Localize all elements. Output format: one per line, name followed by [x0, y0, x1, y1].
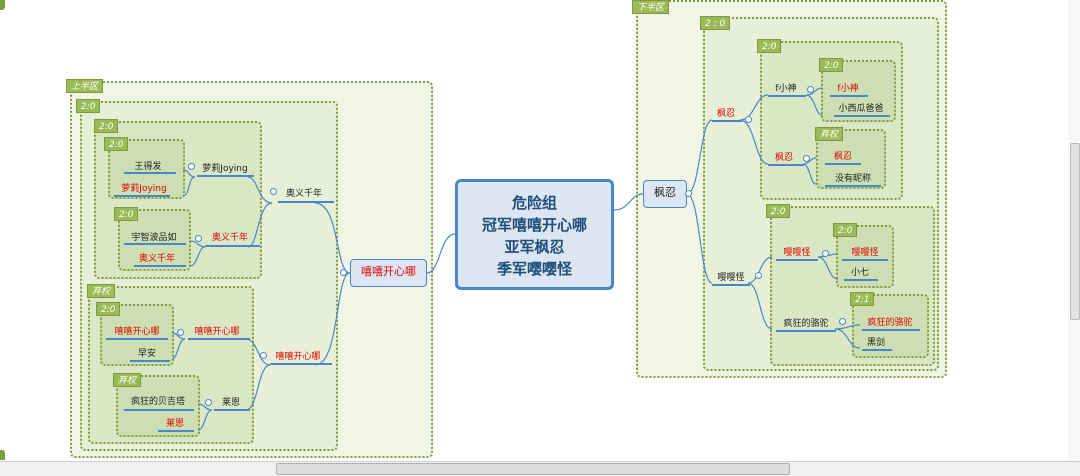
node-underline	[825, 185, 881, 187]
collapse-toggle-icon[interactable]	[188, 163, 195, 170]
node-underline	[842, 259, 888, 261]
boundary-tag-left-round-4[interactable]: 弃权	[113, 373, 142, 387]
node-left-upper-winner[interactable]: 奥义千年	[285, 189, 323, 199]
boundary-tag-right-region[interactable]: 下半区	[632, 0, 670, 14]
node-underline	[768, 95, 806, 97]
boundary-tag-left-round-2[interactable]: 2:0	[114, 207, 139, 221]
node-right-r4-a[interactable]: 疯狂的骆驼	[867, 318, 913, 328]
node-underline	[844, 279, 878, 281]
collapse-toggle-icon[interactable]	[177, 329, 184, 336]
node-underline	[834, 115, 890, 117]
boundary-tag-left-region[interactable]: 上半区	[66, 79, 104, 93]
node-right-r3-b[interactable]: 小七	[850, 268, 870, 278]
node-right-r4-b[interactable]: 黑剑	[866, 338, 886, 348]
node-underline	[712, 120, 742, 122]
node-underline	[130, 360, 170, 362]
node-underline	[825, 163, 861, 165]
collapse-toggle-icon[interactable]	[685, 190, 692, 197]
center-line-2: 冠军嘻嘻开心哪	[481, 216, 587, 234]
boundary-tag-right-upper[interactable]: 2:0	[757, 39, 782, 53]
node-underline	[214, 409, 250, 411]
node-left-r2-a[interactable]: 宇智波品如	[131, 233, 177, 243]
boundary-tag-right-round-1[interactable]: 2:0	[819, 58, 844, 72]
boundary-tag-right-round-3[interactable]: 2:0	[833, 223, 858, 237]
node-right-semi-c-winner[interactable]: 嘤嘤怪	[783, 248, 811, 258]
node-left-r3-b[interactable]: 早安	[137, 349, 157, 359]
node-left-semi-a-winner[interactable]: 萝莉Joying	[202, 164, 248, 174]
node-left-semi-b-winner[interactable]: 奥义千年	[211, 233, 249, 243]
node-underline	[124, 409, 194, 411]
boundary-tag-left-upper[interactable]: 2:0	[76, 99, 101, 113]
topic-right-champion[interactable]: 枫忍	[643, 180, 687, 208]
collapse-toggle-icon[interactable]	[839, 318, 846, 325]
node-right-r2-a[interactable]: 枫忍	[833, 152, 853, 162]
node-right-r2-b[interactable]: 没有昵称	[834, 174, 872, 184]
node-right-r1-b[interactable]: 小西瓜爸爸	[838, 104, 884, 114]
node-left-r1-b[interactable]: 萝莉Joying	[121, 184, 167, 194]
node-underline	[862, 329, 920, 331]
node-underline	[188, 338, 250, 340]
node-left-lower-winner[interactable]: 嘻嘻开心哪	[275, 352, 321, 362]
collapse-toggle-icon[interactable]	[195, 235, 202, 242]
central-topic[interactable]: 危险组 冠军嘻嘻开心哪 亚军枫忍 季军嘤嘤怪	[455, 179, 614, 290]
node-left-semi-d-winner[interactable]: 莱恩	[221, 398, 241, 408]
node-underline	[776, 330, 836, 332]
node-underline	[106, 338, 168, 340]
corner-marker	[0, 0, 5, 10]
node-left-r3-a[interactable]: 嘻嘻开心哪	[114, 327, 160, 337]
boundary-tag-left-upper-semi-a[interactable]: 2:0	[94, 119, 119, 133]
node-right-semi-d-winner[interactable]: 疯狂的骆驼	[783, 319, 829, 329]
node-underline	[270, 363, 332, 365]
node-underline	[830, 95, 868, 97]
node-right-upper-winner[interactable]: 枫忍	[716, 109, 736, 119]
vertical-scroll-thumb[interactable]	[1070, 143, 1080, 320]
boundary-tag-right-lower[interactable]: 2:0	[766, 204, 791, 218]
collapse-toggle-icon[interactable]	[745, 116, 752, 123]
node-underline	[862, 349, 892, 351]
node-underline	[197, 175, 254, 177]
node-left-semi-c-winner[interactable]: 嘻嘻开心哪	[194, 327, 240, 337]
boundary-tag-left-lower[interactable]: 弃权	[87, 284, 116, 298]
boundary-tag-right-round-4[interactable]: 2:1	[850, 292, 875, 306]
node-right-lower-winner[interactable]: 嘤嘤怪	[717, 273, 745, 283]
node-underline	[205, 245, 260, 247]
collapse-toggle-icon[interactable]	[260, 352, 267, 359]
collapse-toggle-icon[interactable]	[205, 399, 212, 406]
boundary-tag-right-final[interactable]: 2 : 0	[700, 16, 731, 30]
node-right-semi-a-winner[interactable]: f小神	[775, 84, 797, 94]
collapse-toggle-icon[interactable]	[822, 250, 829, 257]
node-underline	[278, 201, 334, 203]
node-underline	[124, 243, 186, 245]
node-right-r1-a[interactable]: f小神	[837, 84, 859, 94]
node-underline	[768, 164, 804, 166]
node-left-r4-b[interactable]: 莱恩	[165, 419, 185, 429]
node-underline	[776, 259, 818, 261]
node-right-semi-b-winner[interactable]: 枫忍	[774, 153, 794, 163]
center-line-3: 亚军枫忍	[504, 238, 565, 256]
node-underline	[114, 195, 170, 197]
node-right-r3-a[interactable]: 嘤嘤怪	[851, 248, 879, 258]
boundary-tag-left-round-1[interactable]: 2:0	[104, 137, 129, 151]
node-underline	[158, 430, 194, 432]
collapse-toggle-icon[interactable]	[803, 155, 810, 162]
collapse-toggle-icon[interactable]	[270, 188, 277, 195]
node-left-r1-a[interactable]: 王得发	[134, 162, 162, 172]
boundary-tag-left-round-3[interactable]: 2:0	[96, 302, 121, 316]
center-line-1: 危险组	[511, 194, 557, 212]
collapse-toggle-icon[interactable]	[755, 272, 762, 279]
center-line-4: 季军嘤嘤怪	[496, 260, 572, 278]
node-underline	[134, 265, 186, 267]
node-left-r4-a[interactable]: 疯狂的贝吉塔	[130, 397, 186, 407]
node-left-r2-b[interactable]: 奥义千年	[138, 254, 176, 264]
boundary-tag-right-round-2[interactable]: 弃权	[815, 127, 844, 141]
collapse-toggle-icon[interactable]	[340, 269, 347, 276]
collapse-toggle-icon[interactable]	[807, 86, 814, 93]
node-underline	[712, 284, 750, 286]
node-underline	[124, 172, 176, 174]
topic-left-champion[interactable]: 嘻嘻开心哪	[350, 259, 427, 287]
horizontal-scroll-thumb[interactable]	[276, 463, 790, 475]
corner-marker	[0, 450, 5, 460]
